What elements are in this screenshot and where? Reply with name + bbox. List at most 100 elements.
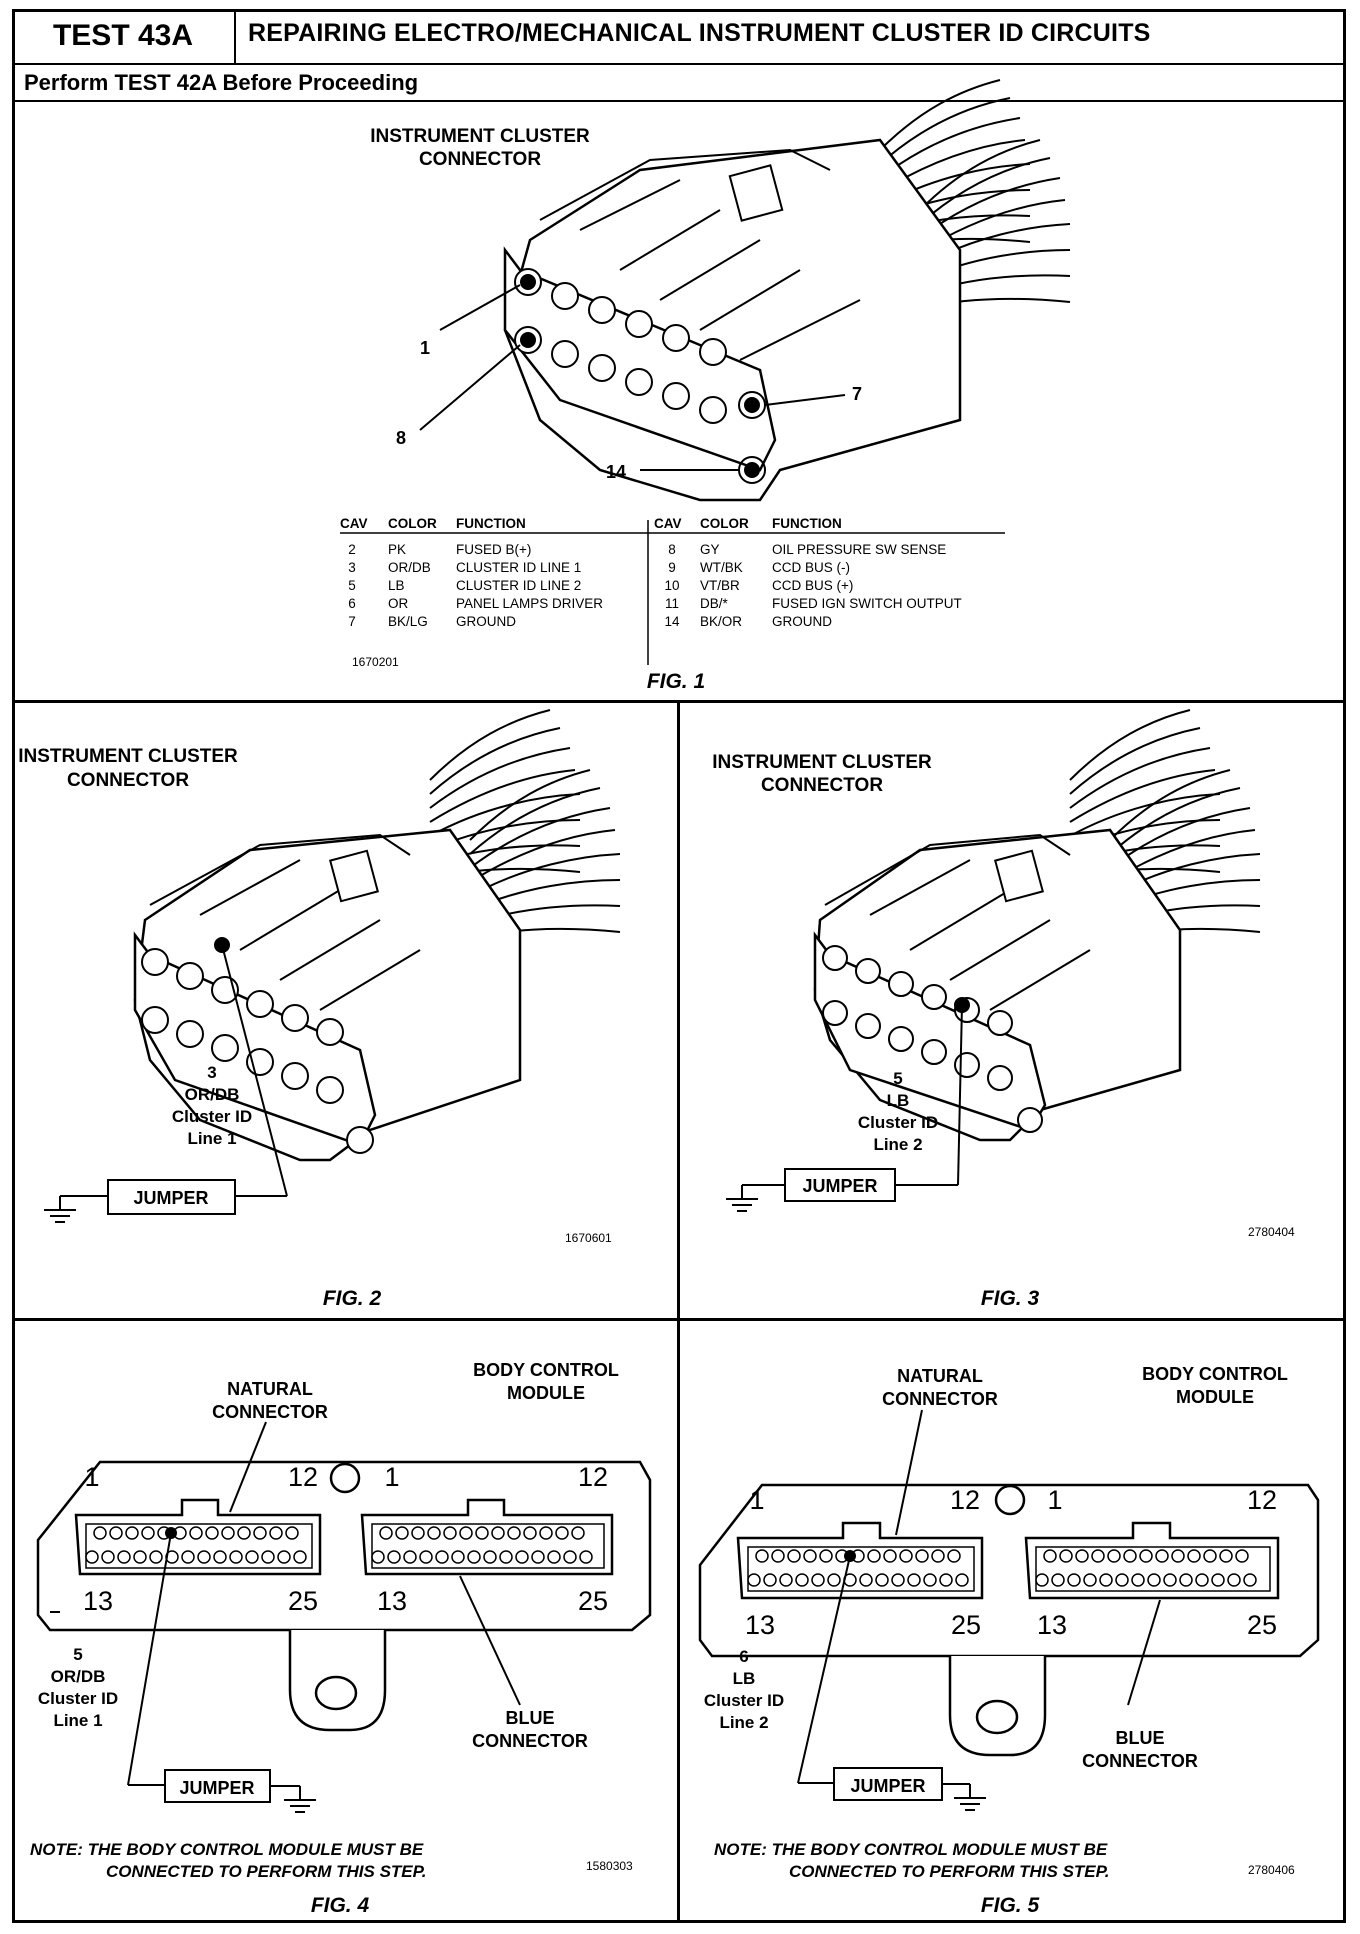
fig2-pin-label: 3 bbox=[207, 1063, 216, 1082]
table-cell: 10 bbox=[664, 578, 679, 593]
table-cell: FUSED IGN SWITCH OUTPUT bbox=[772, 596, 962, 611]
fig5-blue-connector-label: BLUE bbox=[1116, 1728, 1165, 1748]
fig1-caption: FIG. 1 bbox=[647, 670, 705, 693]
table-cell: 9 bbox=[668, 560, 676, 575]
table-cell: VT/BR bbox=[700, 578, 740, 593]
fig5-pin-label: 6 bbox=[739, 1647, 748, 1666]
fig4-bcm-label: BODY CONTROL bbox=[473, 1360, 619, 1380]
table-cell: PK bbox=[388, 542, 406, 557]
table-cell: CLUSTER ID LINE 2 bbox=[456, 578, 581, 593]
fig5-pin-label: Line 2 bbox=[719, 1713, 768, 1732]
fig2-part-number: 1670601 bbox=[565, 1231, 612, 1245]
table-header-color: COLOR bbox=[388, 516, 437, 531]
fig1-part-number: 1670201 bbox=[352, 655, 399, 669]
fig5-caption: FIG. 5 bbox=[981, 1894, 1040, 1917]
fig5-jumper-label: JUMPER bbox=[850, 1776, 925, 1796]
fig4-pin-number: 13 bbox=[83, 1586, 113, 1616]
fig5-bcm-drawing bbox=[698, 1409, 1320, 1811]
fig4-blue-connector-label: CONNECTOR bbox=[472, 1731, 588, 1751]
fig2-pin-label: OR/DB bbox=[185, 1085, 240, 1104]
divider bbox=[12, 100, 1346, 102]
table-cell: WT/BK bbox=[700, 560, 743, 575]
fig2-caption: FIG. 2 bbox=[323, 1287, 382, 1310]
fig5-pin-label: Cluster ID bbox=[704, 1691, 784, 1710]
table-cell: 11 bbox=[665, 596, 679, 611]
fig1-callout-1: 1 bbox=[420, 338, 430, 358]
fig4-pin-label: Line 1 bbox=[53, 1711, 102, 1730]
fig4-bcm-label: MODULE bbox=[507, 1383, 585, 1403]
fig4-part-number: 1580303 bbox=[586, 1859, 633, 1873]
fig5-blue-connector-label: CONNECTOR bbox=[1082, 1751, 1198, 1771]
fig5-pin-label: LB bbox=[733, 1669, 756, 1688]
fig4-natural-connector-label: CONNECTOR bbox=[212, 1402, 328, 1422]
table-cell: 14 bbox=[664, 614, 680, 629]
test-code: TEST 43A bbox=[12, 9, 236, 63]
table-cell: GROUND bbox=[772, 614, 832, 629]
fig4-note: NOTE: THE BODY CONTROL MODULE MUST BE bbox=[30, 1840, 424, 1859]
table-cell: 7 bbox=[348, 614, 356, 629]
fig1-callout-7: 7 bbox=[852, 384, 862, 404]
fig5-pin-number: 25 bbox=[951, 1610, 981, 1640]
fig1-connector-label: CONNECTOR bbox=[419, 149, 541, 170]
table-cell: FUSED B(+) bbox=[456, 542, 531, 557]
fig4-pin-number: 25 bbox=[578, 1586, 608, 1616]
fig2-connector-label: CONNECTOR bbox=[67, 770, 189, 791]
table-cell: BK/LG bbox=[388, 614, 428, 629]
table-header-function: FUNCTION bbox=[456, 516, 526, 531]
table-cell: CCD BUS (-) bbox=[772, 560, 850, 575]
table-cell: 3 bbox=[348, 560, 356, 575]
table-cell: LB bbox=[388, 578, 405, 593]
fig4-pin-number: 25 bbox=[288, 1586, 318, 1616]
fig2-pin-label: Cluster ID bbox=[172, 1107, 252, 1126]
table-header-function: FUNCTION bbox=[772, 516, 842, 531]
table-cell: GY bbox=[700, 542, 720, 557]
fig4-pin-number: 12 bbox=[578, 1462, 608, 1492]
fig2-pin-label: Line 1 bbox=[187, 1129, 236, 1148]
fig5-note: CONNECTED TO PERFORM THIS STEP. bbox=[789, 1862, 1110, 1881]
table-cell: GROUND bbox=[456, 614, 516, 629]
fig4-caption: FIG. 4 bbox=[311, 1894, 370, 1917]
table-cell: 6 bbox=[348, 596, 356, 611]
fig5-pin-number: 13 bbox=[745, 1610, 775, 1640]
fig5-natural-connector-label: CONNECTOR bbox=[882, 1389, 998, 1409]
fig4-note: CONNECTED TO PERFORM THIS STEP. bbox=[106, 1862, 427, 1881]
fig3-connector-label: INSTRUMENT CLUSTER bbox=[712, 752, 932, 773]
fig5-bcm-label: MODULE bbox=[1176, 1387, 1254, 1407]
table-cell: CLUSTER ID LINE 1 bbox=[456, 560, 581, 575]
fig3-caption: FIG. 3 bbox=[981, 1287, 1040, 1310]
fig3-jumper-label: JUMPER bbox=[802, 1176, 877, 1196]
fig3-pin-label: 5 bbox=[893, 1069, 902, 1088]
fig5-natural-connector-label: NATURAL bbox=[897, 1366, 983, 1386]
fig4-pin-number: 12 bbox=[288, 1462, 318, 1492]
fig5-pin-number: 25 bbox=[1247, 1610, 1277, 1640]
fig5-pin-number: 1 bbox=[749, 1485, 764, 1515]
table-cell: 5 bbox=[348, 578, 356, 593]
fig5-pin-number: 13 bbox=[1037, 1610, 1067, 1640]
fig2-connector-drawing bbox=[43, 709, 621, 1223]
fig4-pin-label: OR/DB bbox=[51, 1667, 106, 1686]
fig1-callout-14: 14 bbox=[606, 462, 626, 482]
fig3-connector-drawing bbox=[725, 709, 1261, 1212]
table-header-color: COLOR bbox=[700, 516, 749, 531]
table-cell: CCD BUS (+) bbox=[772, 578, 853, 593]
fig3-pin-label: LB bbox=[887, 1091, 910, 1110]
fig4-bcm-drawing bbox=[36, 1421, 652, 1813]
fig2-connector-label: INSTRUMENT CLUSTER bbox=[18, 746, 238, 767]
fig4-pin-label: Cluster ID bbox=[38, 1689, 118, 1708]
fig5-pin-number: 1 bbox=[1047, 1485, 1062, 1515]
fig5-part-number: 2780406 bbox=[1248, 1863, 1295, 1877]
table-cell: OR bbox=[388, 596, 409, 611]
table-cell: BK/OR bbox=[700, 614, 742, 629]
table-header-cav: CAV bbox=[654, 516, 682, 531]
fig1-callout-8: 8 bbox=[396, 428, 406, 448]
fig4-pin-number: 1 bbox=[84, 1462, 99, 1492]
fig1-pinout-table: CAV COLOR FUNCTION CAV COLOR FUNCTION 2 … bbox=[340, 516, 1005, 665]
fig3-pin-label: Cluster ID bbox=[858, 1113, 938, 1132]
table-cell: OR/DB bbox=[388, 560, 431, 575]
fig5-bcm-label: BODY CONTROL bbox=[1142, 1364, 1288, 1384]
table-cell: PANEL LAMPS DRIVER bbox=[456, 596, 603, 611]
fig2-jumper-label: JUMPER bbox=[133, 1188, 208, 1208]
fig4-blue-connector-label: BLUE bbox=[506, 1708, 555, 1728]
fig5-pin-number: 12 bbox=[1247, 1485, 1277, 1515]
fig1-connector-drawing bbox=[419, 79, 1071, 502]
